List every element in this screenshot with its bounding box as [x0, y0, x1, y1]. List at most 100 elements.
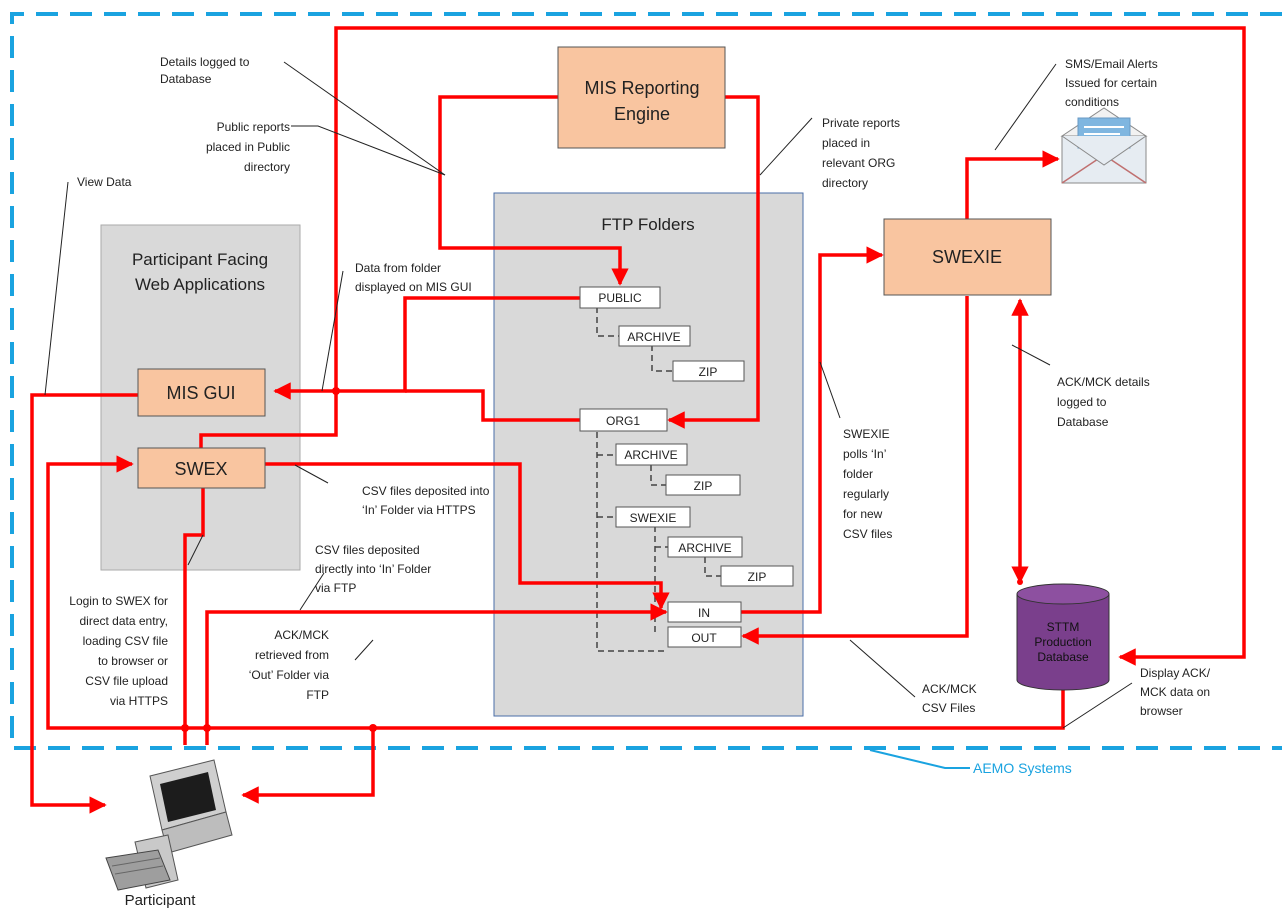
folder-swexie-zip: ZIP	[720, 565, 794, 587]
flow-org1-to-misgui	[405, 389, 580, 422]
annotation-display-ack: Display ACK/MCK data on browser	[1140, 666, 1211, 718]
annotation-leaders	[44, 61, 1133, 729]
svg-text:ARCHIVE: ARCHIVE	[678, 541, 731, 555]
folder-public-archive: ARCHIVE	[618, 325, 691, 347]
annotation-view-data: View Data	[77, 175, 132, 189]
annotation-line: polls ‘In’	[843, 447, 886, 461]
annotation-line: CSV files deposited into	[362, 484, 490, 498]
folder-public-zip: ZIP	[672, 360, 745, 382]
aemo-systems-label: AEMO Systems	[973, 760, 1072, 776]
annotation-line: SMS/Email Alerts	[1065, 57, 1158, 71]
mis-gui-label: MIS GUI	[166, 383, 235, 403]
annotation-line: Login to SWEX for	[69, 594, 168, 608]
folder-out: OUT	[667, 626, 742, 648]
annotation-line: FTP	[306, 688, 329, 702]
mis-engine-line2: Engine	[614, 104, 670, 124]
flow-swexie-to-out	[741, 296, 969, 645]
swexie-label: SWEXIE	[932, 247, 1002, 267]
folder-swexie-archive: ARCHIVE	[667, 536, 743, 558]
annotation-line: via HTTPS	[110, 694, 168, 708]
participant-apps-group: Participant Facing Web Applications	[100, 224, 301, 571]
svg-text:OUT: OUT	[691, 631, 717, 645]
annotation-line: Display ACK/	[1140, 666, 1211, 680]
annotation-csv-https: CSV files deposited into‘In’ Folder via …	[362, 484, 490, 517]
annotation-line: regularly	[843, 487, 889, 501]
folder-in: IN	[667, 601, 742, 623]
mis-gui-process: MIS GUI	[137, 368, 266, 417]
svg-text:ORG1: ORG1	[606, 414, 640, 428]
annotation-line: browser	[1140, 704, 1183, 718]
flow-engine-to-org1	[667, 95, 760, 429]
annotation-csv-ftp: CSV files deposited directly into ‘In’ Fo…	[315, 543, 431, 595]
annotation-line: directory	[244, 160, 290, 174]
annotation-line: Data from folder	[355, 261, 441, 275]
annotation-line: CSV file upload	[85, 674, 168, 688]
svg-text:ARCHIVE: ARCHIVE	[627, 330, 680, 344]
flow-swex-to-in	[265, 462, 670, 610]
folder-org1: ORG1	[579, 408, 668, 432]
annotation-line: CSV files deposited	[315, 543, 420, 557]
flow-out-to-participant	[241, 728, 375, 804]
swex-label: SWEX	[174, 459, 227, 479]
annotation-line: SWEXIE	[843, 427, 890, 441]
annotation-line: placed in Public	[206, 140, 290, 154]
annotation-line: folder	[843, 467, 873, 481]
annotation-line: directory	[822, 176, 868, 190]
sttm-database: STTM Production Database	[1016, 583, 1110, 691]
flow-engine-to-public	[438, 95, 629, 286]
flow-misgui-to-participant	[30, 393, 138, 814]
annotation-line: relevant ORG	[822, 156, 895, 170]
participant-apps-title-line2: Web Applications	[135, 275, 265, 294]
envelope-icon	[1060, 107, 1148, 184]
svg-text:ARCHIVE: ARCHIVE	[624, 448, 677, 462]
annotation-line: Issued for certain	[1065, 76, 1157, 90]
svg-text:IN: IN	[698, 606, 710, 620]
annotation-line: loading CSV file	[83, 634, 169, 648]
annotation-line: MCK data on	[1140, 685, 1210, 699]
flow-swex-to-database	[199, 26, 1246, 666]
folder-swexie: SWEXIE	[615, 506, 691, 528]
folder-tree-lines	[596, 307, 721, 652]
db-line3: Database	[1037, 650, 1089, 664]
junction-dots	[181, 387, 1023, 732]
annotation-line: Database	[160, 72, 212, 86]
folder-public: PUBLIC	[579, 286, 661, 309]
svg-text:SWEXIE: SWEXIE	[630, 511, 677, 525]
flow-ftp-to-in	[205, 603, 668, 745]
annotation-login-swex: Login to SWEX for direct data entry, loadi…	[69, 594, 168, 708]
annotation-line: ACK/MCK	[274, 628, 329, 642]
mis-reporting-engine: MIS Reporting Engine	[557, 46, 726, 149]
annotation-line: placed in	[822, 136, 870, 150]
participant-apps-title-line1: Participant Facing	[132, 250, 268, 269]
annotation-line: CSV files	[843, 527, 892, 541]
annotation-line: via FTP	[315, 581, 356, 595]
annotation-line: directly into ‘In’ Folder	[315, 562, 431, 576]
svg-text:ZIP: ZIP	[699, 365, 718, 379]
flow-in-to-swexie	[741, 246, 884, 614]
annotation-line: Public reports	[217, 120, 290, 134]
folder-boxes: PUBLIC ARCHIVE ZIP ORG1 ARCHIVE ZIP SWEX…	[579, 286, 794, 648]
mis-engine-line1: MIS Reporting	[584, 78, 699, 98]
annotation-public-reports: Public reports placed in Public directory	[206, 120, 290, 174]
annotation-line: Private reports	[822, 116, 900, 130]
annotation-line: for new	[843, 507, 883, 521]
annotation-line: conditions	[1065, 95, 1119, 109]
db-line1: STTM	[1047, 620, 1080, 634]
annotation-line: ‘Out’ Folder via	[249, 668, 330, 682]
annotation-line: logged to	[1057, 395, 1107, 409]
ftp-folders-title: FTP Folders	[601, 215, 694, 234]
annotation-line: direct data entry,	[80, 614, 169, 628]
annotation-line: CSV Files	[922, 701, 975, 715]
flow-lines	[30, 26, 1246, 814]
annotation-line: to browser or	[98, 654, 168, 668]
aemo-systems-boundary: AEMO Systems	[10, 12, 1282, 776]
annotation-private-reports: Private reports placed in relevant ORG dire…	[822, 116, 900, 190]
folder-org1-archive: ARCHIVE	[615, 443, 688, 466]
